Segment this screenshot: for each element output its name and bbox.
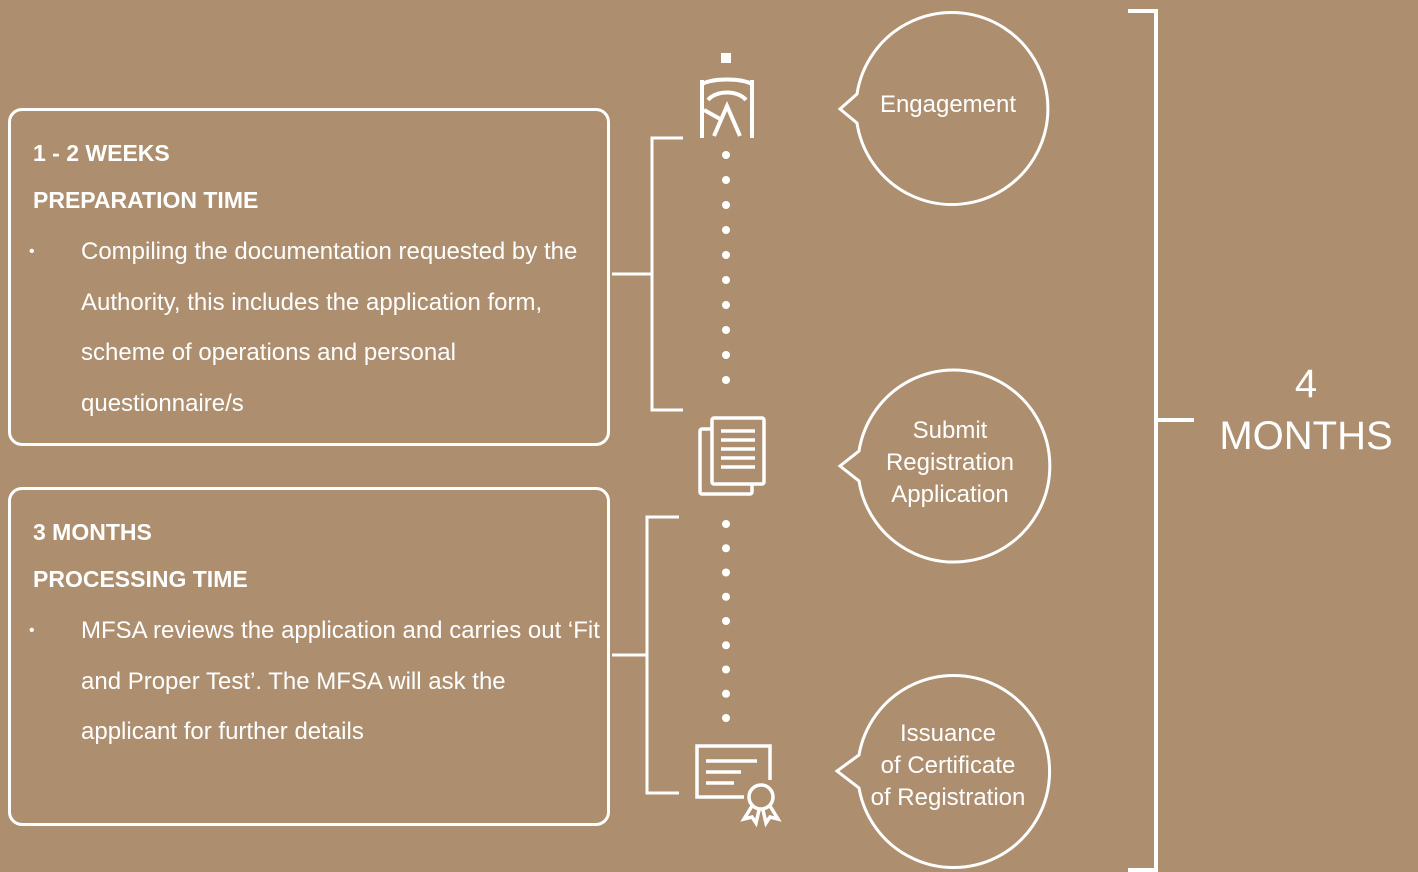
- timeline-dot: [722, 520, 730, 528]
- phase-duration: 1 - 2 WEEKS: [33, 140, 170, 166]
- timeline-dot: [722, 689, 730, 698]
- timeline-dot: [722, 201, 730, 209]
- phase-2-bracket: [612, 515, 679, 795]
- phase-1-bracket: [612, 136, 683, 412]
- timeline-dot: [722, 351, 730, 359]
- documents-icon: [698, 416, 766, 496]
- phase-description: Compiling the documentation requested by…: [81, 238, 578, 417]
- total-duration-unit: MONTHS: [1219, 414, 1393, 458]
- total-bracket: [1128, 9, 1194, 872]
- bubble-engagement: [837, 11, 1050, 206]
- phase-card-processing: 3 MONTHS PROCESSING TIME • MFSA reviews …: [8, 487, 610, 826]
- step-label-engagement: Engagement: [858, 89, 1038, 121]
- bubble-issuance: [834, 674, 1052, 869]
- step-label-line: Engagement: [879, 91, 1017, 118]
- handshake-icon: [700, 77, 754, 138]
- timeline-dot: [722, 641, 730, 650]
- timeline-dot: [722, 251, 730, 259]
- phase-description: MFSA reviews the application and carries…: [81, 617, 600, 745]
- step-label-line: Issuance: [899, 720, 997, 747]
- phase-duration: 3 MONTHS: [33, 519, 152, 545]
- step-label-submit: Submit Registration Application: [860, 415, 1040, 511]
- step-label-line: of Certificate: [880, 752, 1016, 779]
- step-label-issuance: Issuance of Certificate of Registration: [855, 718, 1041, 814]
- phase-card-preparation: 1 - 2 WEEKS PREPARATION TIME • Compiling…: [8, 108, 610, 446]
- bubble-submit: [837, 368, 1052, 564]
- timeline-dot: [722, 544, 730, 553]
- timeline-dot: [722, 301, 730, 309]
- timeline-dot: [722, 376, 730, 384]
- timeline-dot: [722, 226, 730, 234]
- timeline-dot: [722, 592, 730, 601]
- step-label-line: Application: [891, 481, 1009, 508]
- bullet-symbol: •: [29, 243, 35, 260]
- step-label-line: Submit: [912, 417, 988, 444]
- timeline-start-marker: [721, 53, 731, 63]
- timeline-dot: [722, 665, 730, 674]
- step-label-line: of Registration: [870, 784, 1026, 811]
- timeline-dot: [722, 617, 730, 625]
- timeline-dot: [722, 568, 730, 577]
- timeline-dot: [722, 151, 730, 159]
- step-label-line: Registration: [885, 449, 1015, 476]
- timeline-dot: [722, 276, 730, 284]
- certificate-icon: [695, 744, 782, 828]
- timeline-dot: [722, 176, 730, 184]
- bullet-symbol: •: [29, 622, 35, 639]
- total-duration-value: 4: [1294, 362, 1318, 406]
- phase-title: PROCESSING TIME: [33, 566, 248, 592]
- timeline-dot: [722, 714, 730, 722]
- timeline-dot: [722, 326, 730, 334]
- timeline-dots: [722, 151, 730, 722]
- phase-title: PREPARATION TIME: [33, 187, 259, 213]
